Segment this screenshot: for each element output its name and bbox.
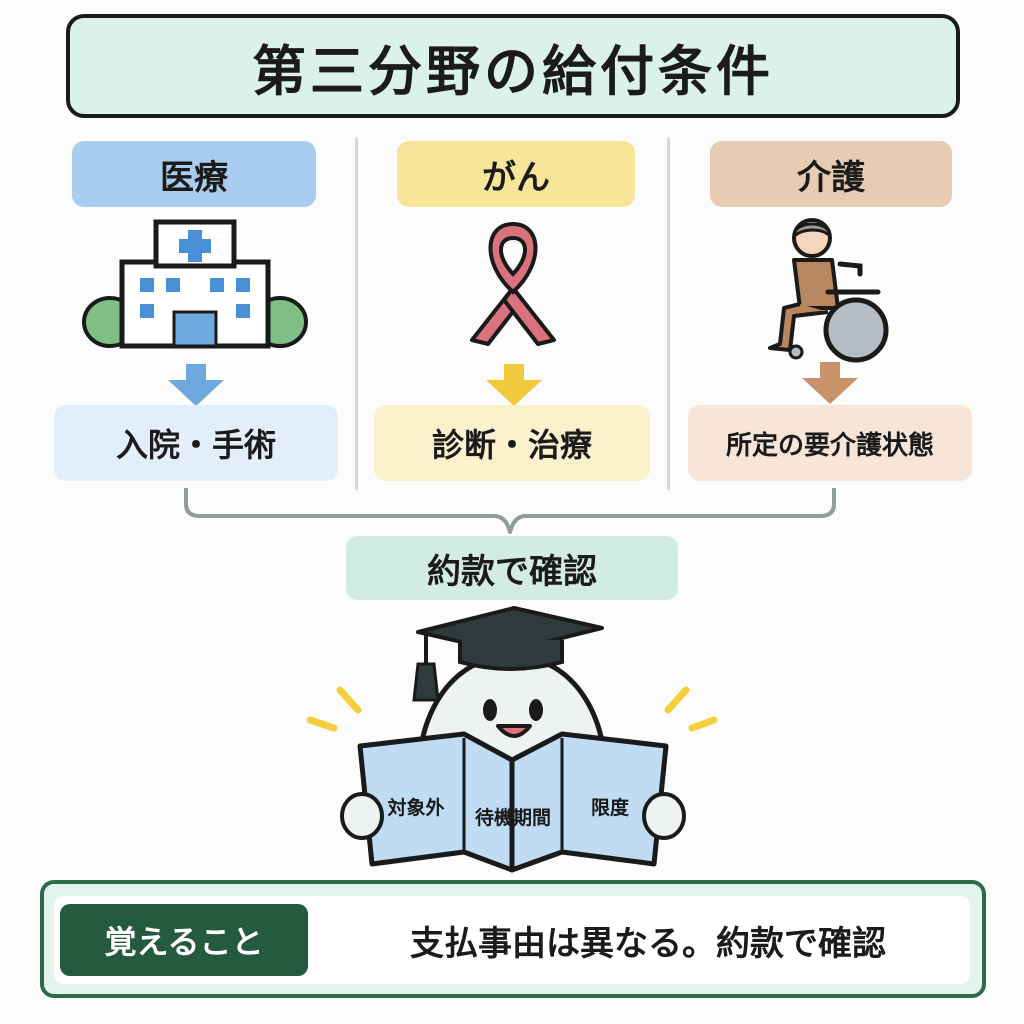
category-label-care: 介護 [710, 141, 952, 207]
sparkle-icon [306, 686, 718, 732]
mascot-illustration: 対象外 待機期間 限度 [306, 606, 718, 873]
column-divider [667, 138, 670, 490]
cancer-ribbon-icon [470, 221, 556, 346]
result-box-care: 所定の要介護状態 [688, 405, 972, 481]
title-box: 第三分野の給付条件 [66, 14, 960, 118]
category-label-cancer: がん [397, 141, 635, 207]
column-divider [355, 138, 358, 490]
memo-text: 支払事由は異なる。約款で確認 [410, 923, 886, 964]
arrow-down-icon [486, 364, 542, 406]
memo-badge: 覚えること [60, 904, 308, 976]
result-box-medical: 入院・手術 [54, 405, 338, 481]
arrow-down-icon [168, 364, 224, 406]
book-section-waiting-period: 待機期間 [475, 806, 551, 829]
book-section-limit: 限度 [591, 796, 630, 819]
result-box-cancer: 診断・治療 [374, 405, 650, 481]
arrow-down-icon [802, 362, 858, 404]
page-title: 第三分野の給付条件 [252, 39, 774, 103]
wheelchair-icon [768, 218, 889, 363]
book-section-excluded: 対象外 [386, 796, 444, 819]
category-label-medical: 医療 [72, 141, 316, 207]
bracket-connector [184, 488, 836, 534]
confirm-label: 約款で確認 [346, 536, 678, 600]
hospital-icon [82, 219, 308, 349]
